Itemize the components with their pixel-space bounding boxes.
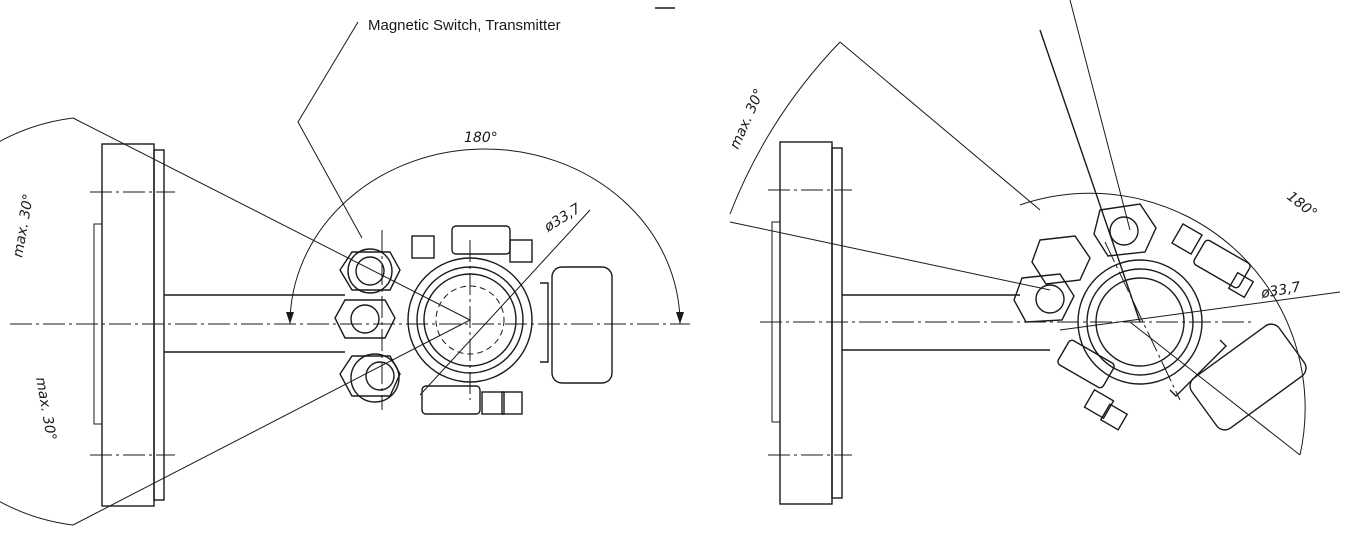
clamp-bracket [540,282,549,363]
right-dimensions [729,0,1341,456]
left-flange [90,143,175,507]
right-dimension-texts: max. 30° 180° ø33,7 [727,86,1320,302]
clamp-bracket [1169,339,1227,397]
right-angle-leg-bottom [729,221,1051,291]
right-diameter-label: ø33,7 [1259,279,1302,302]
switch-bore-icon [365,361,395,391]
left-180-label: 180° [464,130,498,146]
left-pipe [10,294,690,353]
hex-nut-icon [1031,235,1091,285]
left-switch-top [339,248,401,294]
left-float-chamber [407,240,533,400]
left-view: max. 30° max. 30° 180° ø33,7 Magnetic Sw… [0,7,690,526]
chamber-outer [1077,259,1203,385]
right-rotated-assembly [1013,203,1307,431]
chamber-ring [1086,268,1194,376]
fitting-icon [1171,223,1203,255]
callout-leader [297,21,363,239]
right-fittings [1057,223,1255,431]
switch-bore-icon [1035,284,1065,314]
left-fittings-bottom [421,385,523,415]
arrowhead-icon [676,312,684,324]
left-dimensions [0,117,684,526]
left-angle-leg-top [72,117,471,321]
fitting-icon [1083,388,1115,420]
chamber-inner [1095,277,1185,367]
switch-body-outline [350,353,400,403]
right-pipe [760,294,1255,351]
right-switch-leader-a [1039,29,1141,323]
connector-box [1193,239,1251,289]
right-view: max. 30° 180° ø33,7 [727,0,1341,505]
indicator-box [1189,323,1307,431]
connector-box [451,225,511,255]
right-indicator [1169,323,1307,431]
connector-box [1057,339,1115,389]
connector-box [421,385,481,415]
left-angle-bottom-label: max. 30° [32,376,59,442]
right-switch-middle [1031,235,1091,285]
right-angle-leg-top [839,41,1041,211]
right-flange-body [779,141,833,505]
arrowhead-icon [286,312,294,324]
left-dimension-texts: max. 30° max. 30° 180° ø33,7 [10,130,584,442]
fitting-icon [481,391,505,415]
left-indicator [540,266,613,384]
left-diameter-line [419,209,591,396]
callout-label: Magnetic Switch, Transmitter [368,17,561,34]
right-flange-face [831,147,843,499]
left-flange-body [101,143,155,507]
switch-bore-icon [350,304,380,334]
right-flange [768,141,852,505]
fitting-icon [1227,271,1255,299]
right-180-leg [1129,321,1301,456]
right-switch-left [1013,273,1075,323]
hex-nut-icon [339,251,401,291]
hex-nut-icon [339,355,401,397]
right-switch-top [1093,203,1157,257]
left-angle-top-label: max. 30° [10,193,37,259]
right-180-arc [1019,192,1306,456]
left-fittings-top [411,225,533,263]
left-angle-arc [0,117,74,526]
right-angle-arc [729,41,841,215]
left-flange-face [153,149,165,501]
right-float-chamber [1077,241,1203,401]
hex-nut-icon [1013,273,1075,323]
right-180-label: 180° [1284,189,1320,222]
switch-bore-icon [355,256,385,286]
hex-nut-icon [1093,203,1157,257]
right-angle-top-label: max. 30° [727,86,768,151]
fitting-icon [501,391,523,415]
switch-bore-icon [1109,216,1139,246]
left-switch-bottom [339,353,401,403]
right-switch-leader-b [1069,0,1131,231]
callout: Magnetic Switch, Transmitter [297,7,675,239]
hex-nut-icon [334,299,396,339]
fitting-icon [1099,403,1129,431]
fitting-icon [509,239,533,263]
chamber-rotated-centerline [1104,241,1181,401]
left-180-arc [289,148,681,325]
right-diameter-line [1059,291,1341,331]
left-angle-leg-bottom [72,319,471,526]
switch-body-outline [347,248,393,294]
indicator-box [551,266,613,384]
left-switch-middle [334,299,396,339]
left-diameter-label: ø33,7 [541,201,584,236]
fitting-icon [411,235,435,259]
